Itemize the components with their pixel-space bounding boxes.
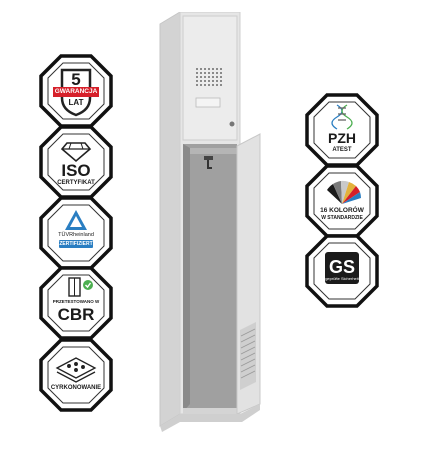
- colors-sub1: 16 KOLORÓW: [320, 207, 364, 214]
- warranty-sub: LAT: [68, 98, 84, 107]
- gs-mark-icon: [325, 252, 359, 284]
- colors-badge: 16 KOLORÓW W STANDARDZIE: [305, 164, 379, 238]
- tuv-ribbon-text: ZERTIFIZIERT: [59, 241, 93, 247]
- vent-grille-icon: [196, 68, 222, 86]
- pzh-sub: ATEST: [332, 147, 352, 153]
- coating-badge: CYRKONOWANIE: [39, 338, 113, 412]
- lock-icon: [229, 121, 235, 127]
- label-slot: [195, 97, 221, 108]
- locker-product-image: [150, 11, 290, 442]
- ribbon: [53, 87, 99, 97]
- color-fan-icon: [327, 180, 361, 204]
- cbr-top: PRZETESTOWANO W: [52, 299, 100, 304]
- dna-icon: [331, 104, 353, 130]
- iso-sub: CERTYFIKAT: [57, 180, 95, 186]
- door-vent: [240, 322, 256, 390]
- iso-title: ISO: [61, 161, 91, 180]
- gs-badge: GS geprüfte Sicherheit: [305, 234, 379, 308]
- warranty-badge: 5 GWARANCJA LAT: [39, 54, 113, 128]
- coating-layers-icon: [55, 357, 97, 383]
- locker-check-icon: [68, 277, 93, 297]
- cbr-title: CBR: [57, 305, 95, 324]
- warranty-number: 5: [71, 70, 81, 89]
- gs-sub: geprüfte Sicherheit: [325, 276, 359, 281]
- coating-sub: CYRKONOWANIE: [50, 385, 102, 391]
- tuv-badge: TÜVRheinland ZERTIFIZIERT: [39, 196, 113, 270]
- hanger-hook-icon: [207, 159, 212, 169]
- cbr-badge: PRZETESTOWANO W CBR: [39, 266, 113, 340]
- compartment-interior: [183, 144, 237, 412]
- iso-badge: ISO CERTYFIKAT: [39, 125, 113, 199]
- colors-sub2: W STANDARDZIE: [321, 215, 363, 221]
- tuv-triangle-icon: [65, 210, 87, 230]
- locker-illustration: [159, 11, 261, 432]
- pzh-title: PZH: [328, 130, 356, 146]
- pzh-badge: PZH ATEST: [305, 93, 379, 167]
- tuv-brand: TÜVRheinland: [58, 232, 94, 238]
- warranty-ribbon-text: GWARANCJA: [54, 88, 98, 95]
- diamond-icon: [60, 142, 92, 163]
- gs-title: GS: [328, 257, 355, 277]
